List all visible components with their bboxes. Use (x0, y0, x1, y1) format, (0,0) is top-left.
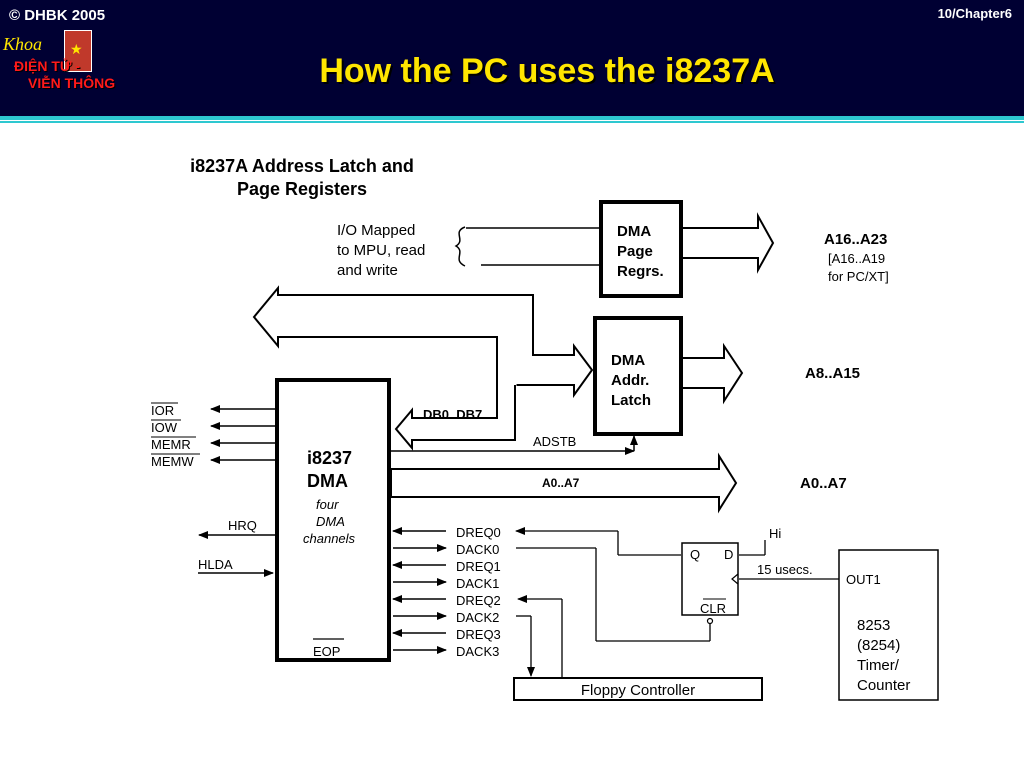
io-note-3: and write (337, 262, 398, 279)
a0-bus-label: A0..A7 (542, 476, 580, 490)
latch-output-arrow (683, 342, 744, 405)
timer-label-1: 8253 (857, 617, 890, 634)
a0-bus-arrow (390, 452, 738, 514)
floppy-controller-box (513, 677, 763, 701)
data-bus-arrow (252, 285, 516, 451)
logo-emblem: ★ (64, 30, 92, 72)
a0-out-label: A0..A7 (800, 475, 847, 492)
chip-sub-2: DMA (316, 514, 345, 529)
ctrl-memr: MEMR (151, 437, 191, 452)
timer-box (838, 549, 939, 701)
dma-page-label-3: Regrs. (617, 263, 664, 280)
a16-note-1: [A16..A19 (828, 251, 885, 266)
dma-addr-label-3: Latch (611, 392, 651, 409)
dma-addr-latch-box (593, 316, 683, 436)
diagram-heading-1: i8237A Address Latch and (190, 156, 414, 176)
out1-label: OUT1 (846, 572, 881, 587)
logo-khoa-text: Khoa (3, 34, 43, 54)
eop-label: EOP (313, 644, 340, 659)
header-divider (0, 116, 1024, 120)
timer-label-4: Counter (857, 677, 910, 694)
ctrl-memw: MEMW (151, 454, 194, 469)
header-bar: © DHBK 2005 10/Chapter6 ★ Khoa ĐIỆN TỬ -… (0, 0, 1024, 116)
faculty-logo: ★ Khoa ĐIỆN TỬ - VIỄN THÔNG (0, 28, 125, 104)
a16-label: A16..A23 (824, 231, 887, 248)
logo-line-1: ĐIỆN TỬ - (14, 58, 81, 74)
dma-addr-label-2: Addr. (611, 372, 649, 389)
a8-label: A8..A15 (805, 365, 860, 382)
slide-title: How the PC uses the i8237A (319, 52, 775, 90)
chan-dack2: DACK2 (456, 610, 499, 625)
chip-label-2: DMA (307, 471, 348, 491)
dma-page-label-2: Page (617, 243, 653, 260)
chip-sub-3: channels (303, 531, 356, 546)
dma-page-box (599, 200, 683, 298)
io-brace (454, 226, 466, 267)
chan-dreq2: DREQ2 (456, 593, 501, 608)
db-label: DB0..DB7 (423, 407, 482, 422)
chan-dreq1: DREQ1 (456, 559, 501, 574)
logo-line-2: VIỄN THÔNG (28, 75, 116, 91)
dma-page-label-1: DMA (617, 223, 651, 240)
channel-lines (392, 527, 447, 654)
chan-dack0: DACK0 (456, 542, 499, 557)
diagram-heading-2: Page Registers (237, 179, 367, 199)
hrq-label: HRQ (228, 518, 257, 533)
adstb-label: ADSTB (533, 434, 576, 449)
latch-input-arrow (514, 294, 594, 399)
ctrl-ior: IOR (151, 403, 174, 418)
copyright-text: © DHBK 2005 (9, 7, 106, 24)
io-note-2: to MPU, read (337, 242, 425, 259)
i8237-chip-box (275, 378, 391, 662)
floppy-label: Floppy Controller (581, 682, 695, 699)
hlda-label: HLDA (198, 557, 233, 572)
ff-clr: CLR (700, 601, 726, 616)
ff-d: D (724, 547, 733, 562)
chip-sub-1: four (316, 497, 339, 512)
usecs-label: 15 usecs. (757, 562, 813, 577)
a16-note-2: for PC/XT] (828, 269, 889, 284)
chip-label-1: i8237 (307, 448, 352, 468)
ff-q: Q (690, 547, 700, 562)
chan-dreq3: DREQ3 (456, 627, 501, 642)
ctrl-iow: IOW (151, 420, 178, 435)
timer-label-2: (8254) (857, 637, 900, 654)
flip-flop-box (681, 542, 739, 616)
dma-addr-label-1: DMA (611, 352, 645, 369)
hi-label: Hi (769, 526, 781, 541)
chan-dreq0: DREQ0 (456, 525, 501, 540)
header-divider-thin (0, 121, 1024, 123)
timer-label-3: Timer/ (857, 657, 900, 674)
chapter-label: 10/Chapter6 (937, 6, 1012, 21)
chan-dack1: DACK1 (456, 576, 499, 591)
io-note-1: I/O Mapped (337, 222, 415, 239)
page-bus-arrow (683, 212, 775, 274)
chan-dack3: DACK3 (456, 644, 499, 659)
